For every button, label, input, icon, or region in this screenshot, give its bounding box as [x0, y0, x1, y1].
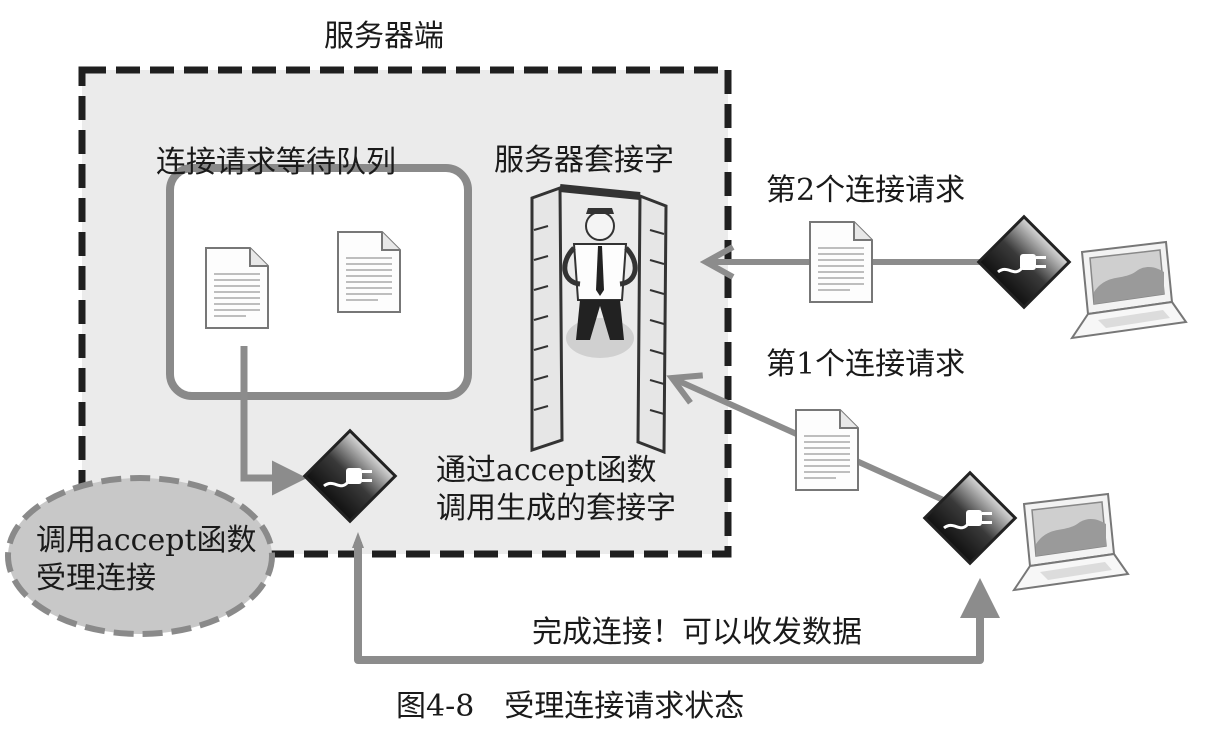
result-label: 完成连接！可以收发数据: [532, 615, 862, 650]
queue-to-socket-arrow: [240, 346, 307, 496]
laptop-icon: [1013, 493, 1129, 591]
accept-call-line1: 调用accept函数: [36, 523, 257, 558]
document-icon: [809, 221, 873, 303]
laptop-icon: [1071, 241, 1187, 339]
plug-icon: [923, 471, 1017, 565]
document-icon: [205, 247, 269, 329]
request1-label: 第1个连接请求: [766, 347, 966, 382]
server-socket-label: 服务器套接字: [494, 143, 674, 178]
queue-box: [166, 164, 472, 400]
plug-icon: [977, 215, 1071, 309]
accepted-socket-label-line2: 调用生成的套接字: [436, 491, 676, 526]
document-icon: [795, 409, 859, 491]
accepted-socket-label-line1: 通过accept函数: [436, 453, 657, 488]
server-label: 服务器端: [324, 19, 444, 54]
accept-call-line2: 受理连接: [36, 561, 156, 596]
figure-caption: 图4-8 受理连接请求状态: [396, 689, 745, 724]
person-in-frame-icon: [530, 184, 668, 455]
queue-label: 连接请求等待队列: [156, 145, 396, 180]
accept-call-ellipse: [5, 475, 275, 637]
document-icon: [337, 231, 401, 313]
completion-arrow: [354, 542, 1000, 664]
request2-label: 第2个连接请求: [766, 173, 966, 208]
